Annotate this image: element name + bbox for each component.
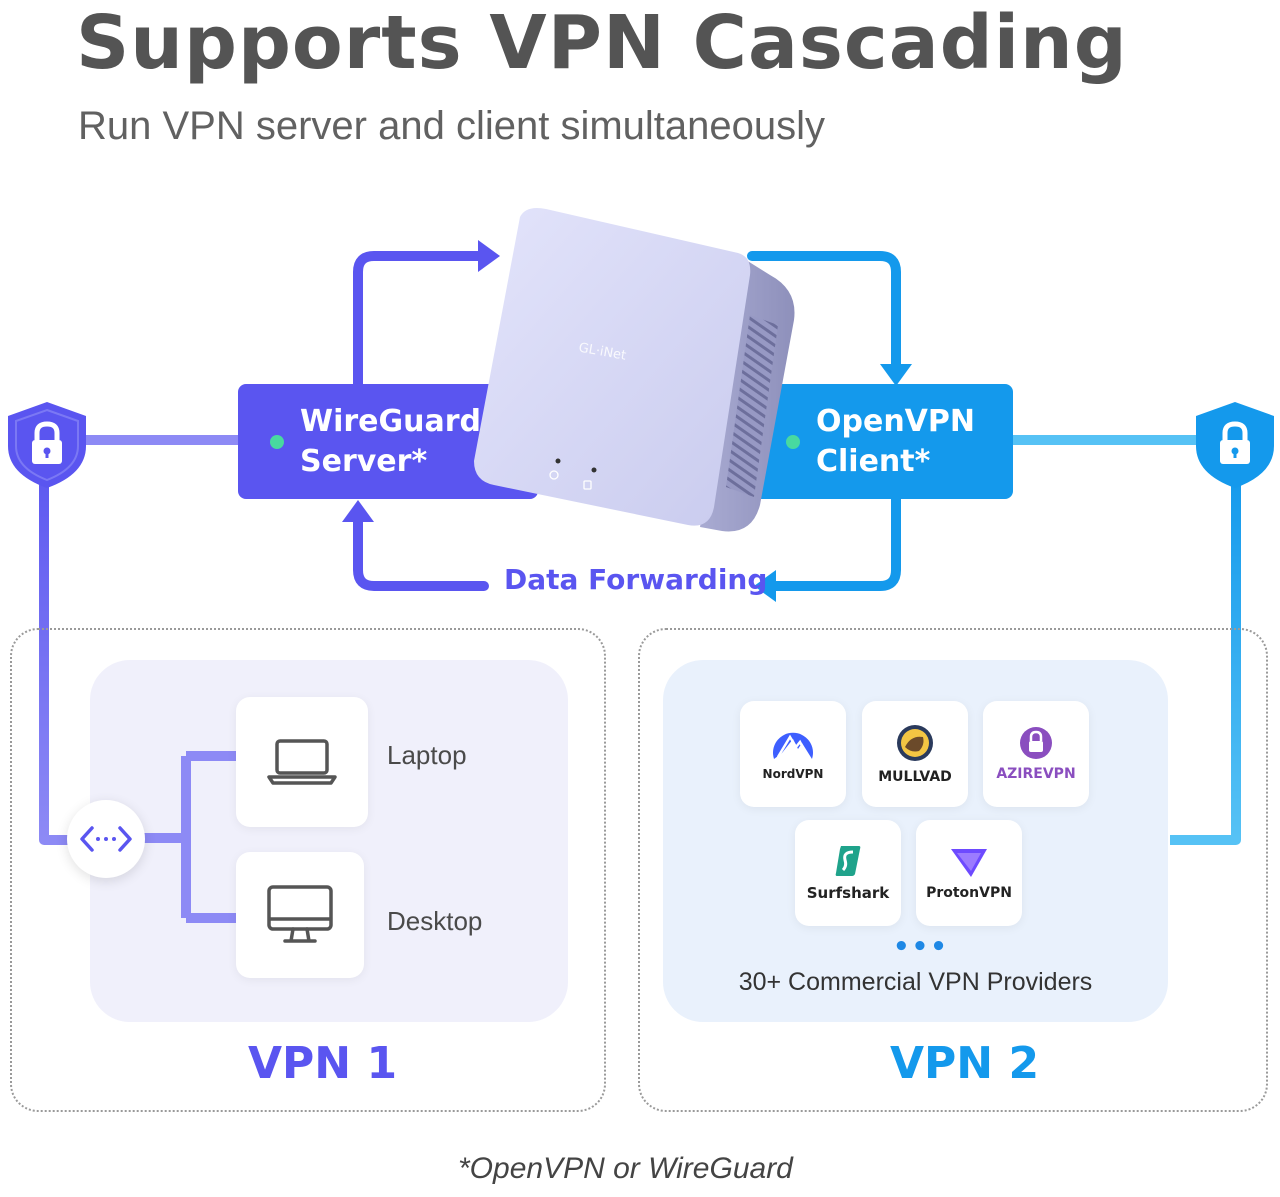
left-shield-lock-icon (2, 400, 92, 494)
openvpn-client-pill: OpenVPN Client* (738, 384, 1013, 499)
footnote: *OpenVPN or WireGuard (458, 1152, 793, 1185)
mullvad-logo-icon (897, 725, 933, 761)
page-title: Supports VPN Cascading (76, 0, 1128, 86)
wireguard-server-label: WireGuard Server* (300, 403, 482, 479)
desktop-label: Desktop (387, 906, 483, 936)
azirevpn-logo-icon (1020, 727, 1052, 759)
provider-nordvpn: NordVPN (740, 701, 846, 807)
status-dot (270, 434, 284, 449)
protonvpn-logo-icon (951, 849, 987, 877)
laptop-icon (267, 739, 337, 785)
openvpn-client-label: OpenVPN Client* (816, 403, 975, 479)
providers-caption: 30+ Commercial VPN Providers (738, 968, 1093, 996)
provider-name: AZIREVPN (996, 766, 1076, 782)
provider-name: NordVPN (762, 767, 824, 781)
page-subtitle: Run VPN server and client simultaneously (78, 104, 826, 148)
provider-name: Surfshark (806, 884, 890, 902)
provider-mullvad: MULLVAD (862, 701, 968, 807)
data-forwarding-label: Data Forwarding (504, 563, 768, 596)
laptop-label: Laptop (387, 740, 467, 770)
nordvpn-logo-icon (773, 732, 813, 759)
vpn1-container (10, 628, 606, 1112)
desktop-icon (267, 885, 333, 943)
right-shield-lock-icon (1190, 400, 1280, 494)
provider-name: MULLVAD (878, 769, 952, 785)
status-dot (786, 434, 800, 449)
provider-azirevpn: AZIREVPN (983, 701, 1089, 807)
more-providers-dots: ••• (893, 932, 949, 962)
vpn2-container (638, 628, 1268, 1112)
surfshark-logo-icon (835, 846, 861, 876)
router-device-image: GL·iNet (460, 205, 805, 549)
provider-name: ProtonVPN (926, 885, 1012, 901)
laptop-card (236, 697, 368, 827)
provider-protonvpn: ProtonVPN (916, 820, 1022, 926)
provider-surfshark: Surfshark (795, 820, 901, 926)
network-switch-icon (67, 800, 145, 878)
vpn2-label: VPN 2 (890, 1038, 1040, 1089)
vpn1-label: VPN 1 (248, 1038, 398, 1089)
device-tree-lines (140, 751, 236, 923)
desktop-card (236, 852, 364, 978)
